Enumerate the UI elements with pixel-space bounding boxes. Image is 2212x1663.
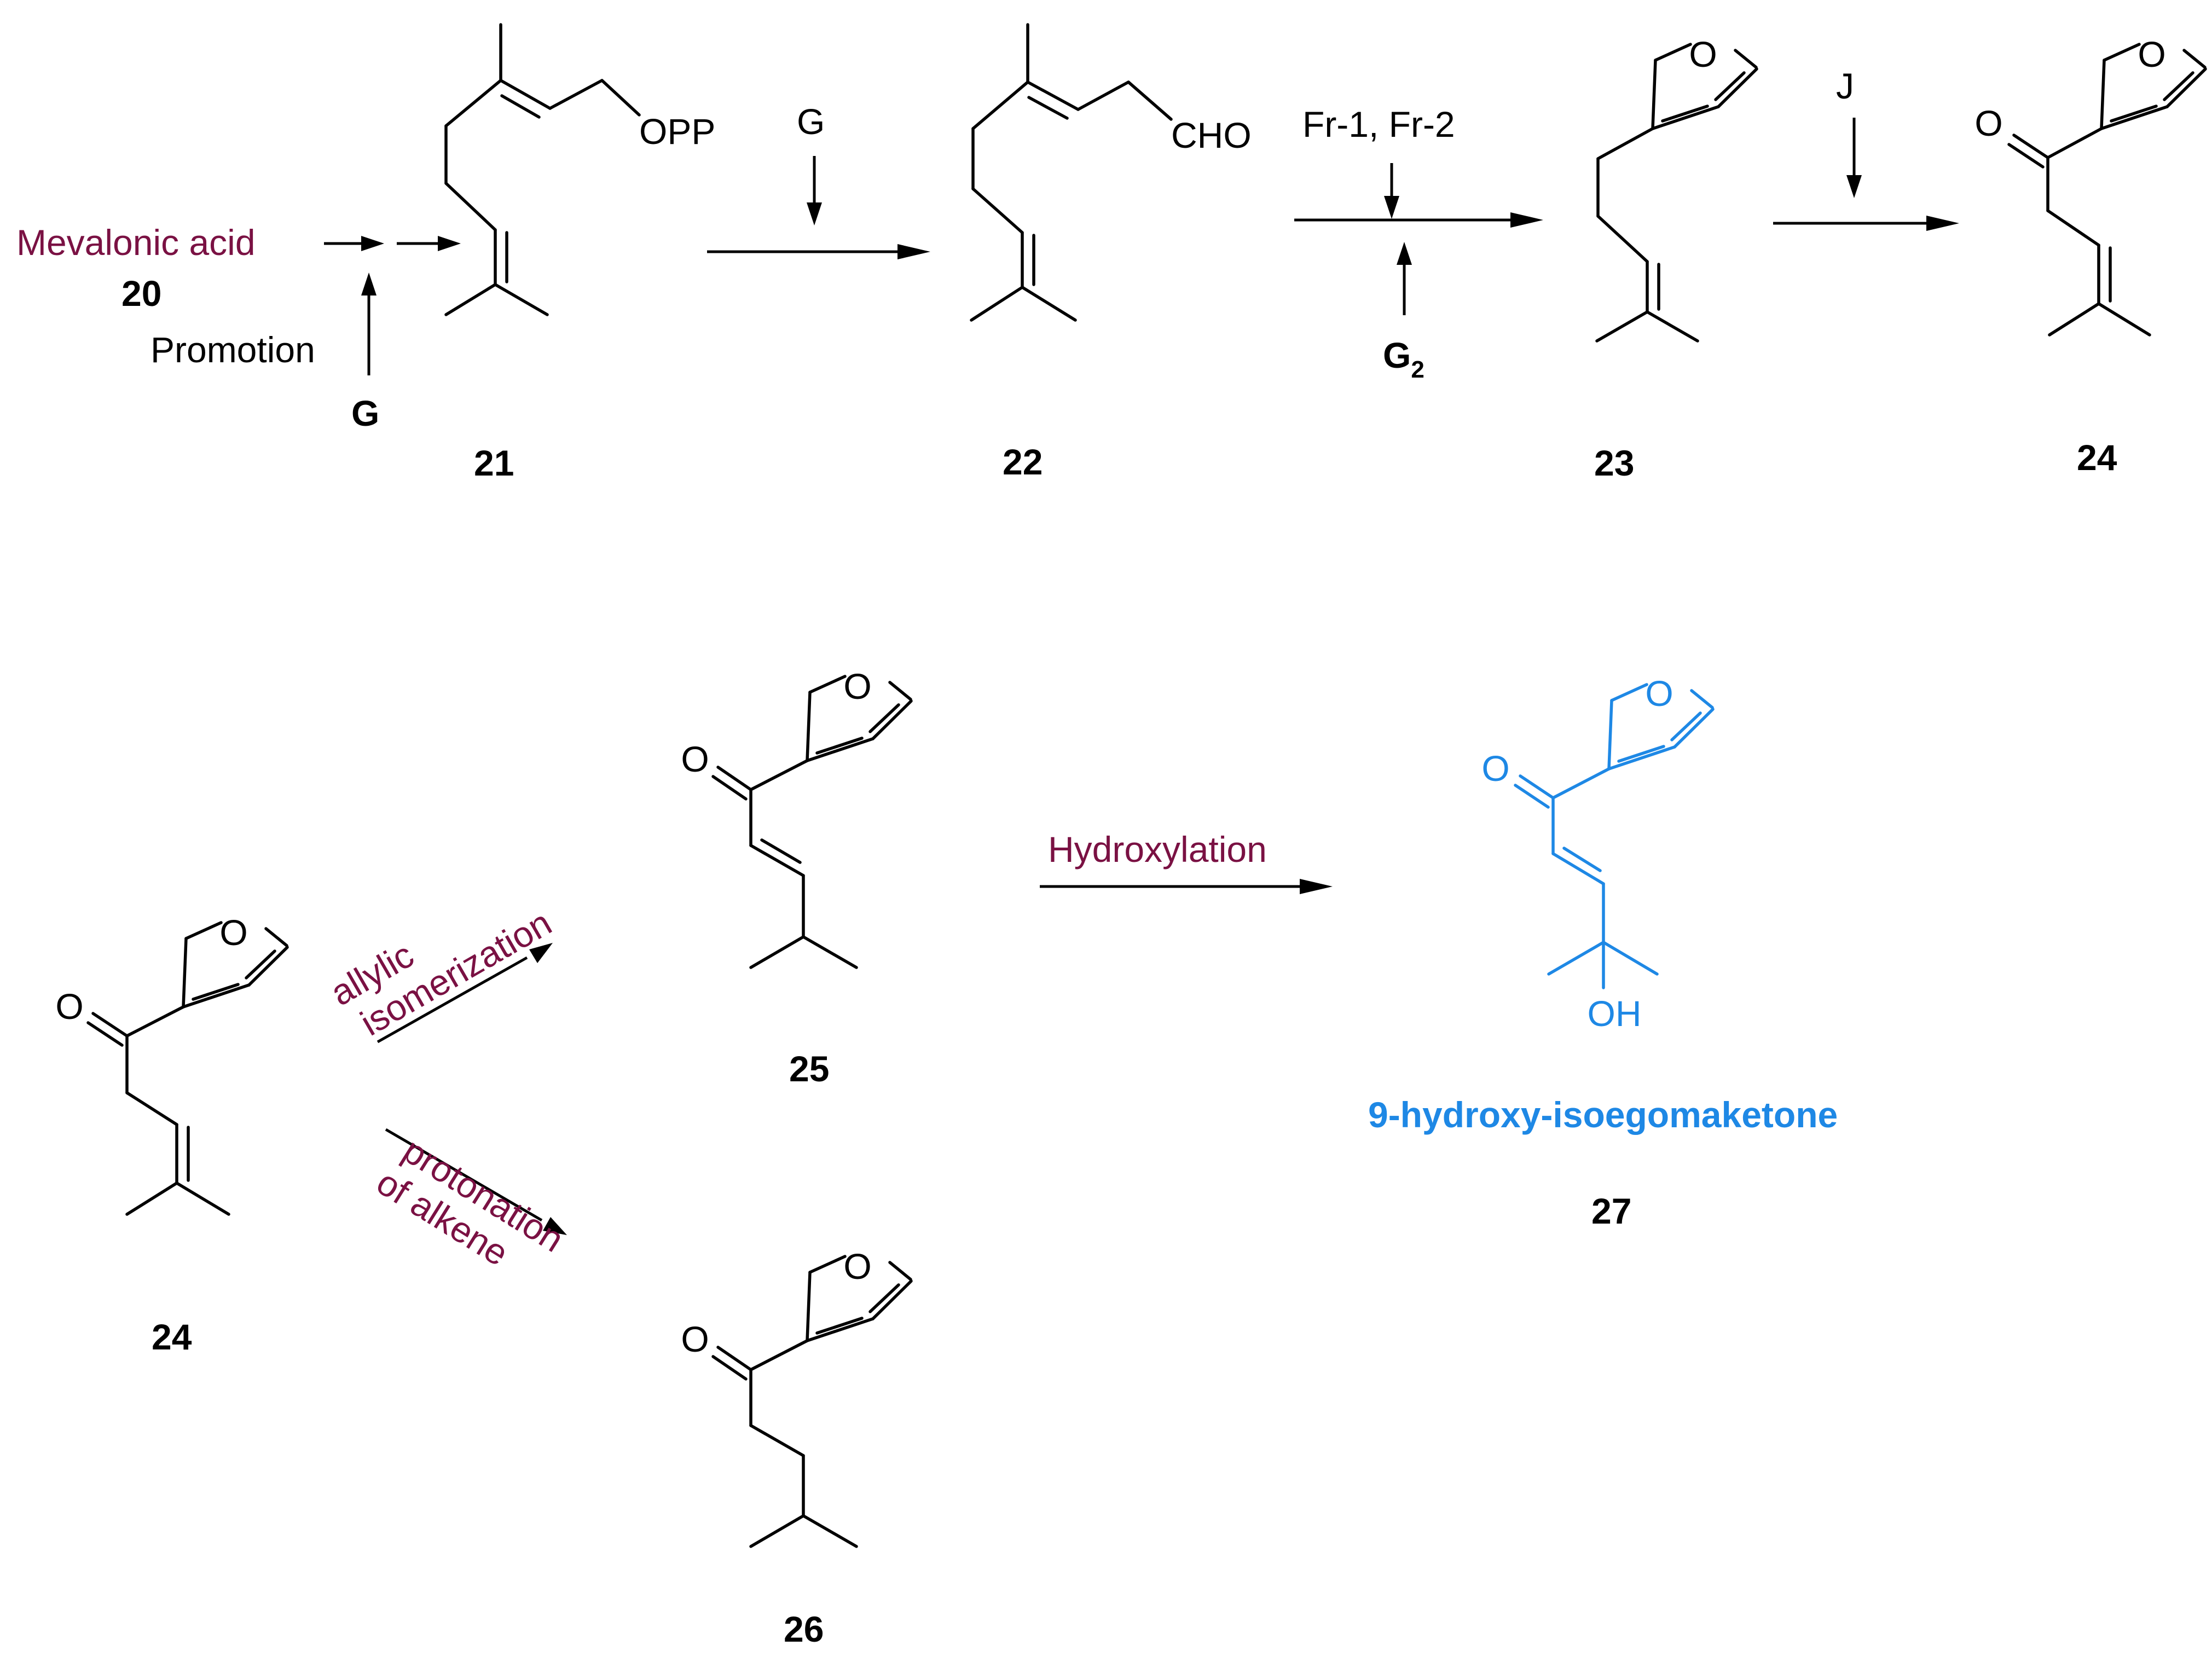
reagent-fr: Fr-1, Fr-2 [1302,104,1455,144]
structure-24-bottom [86,923,287,1216]
carbonyl-o-label-25: O [681,739,709,779]
compound-number-27: 27 [1591,1191,1631,1231]
arrow-isomerization [377,943,553,1044]
structure-23 [1595,44,1757,343]
opp-label: OPP [639,111,715,152]
carbonyl-o-label-26: O [681,1319,709,1359]
arrow-j-down [1846,118,1862,198]
arrow-23-to-24 [1773,216,1959,231]
compound-number-25: 25 [789,1048,829,1089]
compound-number-20: 20 [121,273,161,314]
arrow-mevalonate-2 [397,236,461,251]
furan-o-label-24-top: O [2138,34,2165,74]
hydroxylation-label: Hydroxylation [1048,829,1267,870]
reagent-g-promotion: G [351,393,379,433]
furan-o-label-27: O [1645,673,1673,714]
reagent-g-step: G [797,101,825,142]
compound-number-22: 22 [1003,442,1043,482]
arrow-g-down [807,156,822,225]
hydroxyl-label-27: OH [1588,993,1642,1034]
arrow-promotion [361,273,377,375]
furan-o-label-23: O [1689,34,1717,74]
arrow-25-to-27 [1040,879,1333,894]
arrow-g2-up [1397,242,1412,315]
structure-22 [970,23,1173,322]
compound-number-21: 21 [474,443,514,483]
arrow-protonation [385,1128,567,1235]
furan-o-label-24-bottom: O [219,912,247,953]
cho-label: CHO [1171,115,1252,155]
reagent-j: J [1836,66,1854,106]
structure-27 [1514,685,1713,989]
compound-number-23: 23 [1594,443,1634,483]
furan-o-label-26: O [843,1246,871,1287]
furan-o-label-25: O [843,666,871,706]
carbonyl-o-label-24-top: O [1974,103,2002,143]
carbonyl-o-label-27: O [1481,748,1509,789]
arrow-mevalonate-1 [324,236,384,251]
compound-number-24-top: 24 [2077,437,2117,478]
promotion-label: Promotion [150,329,315,370]
structure-26 [711,1256,911,1548]
structure-25 [711,676,911,969]
product-name: 9-hydroxy-isoegomaketone [1368,1094,1838,1135]
arrow-fr-down [1384,163,1399,219]
arrow-21-to-22 [707,244,930,259]
compound-number-24-bottom: 24 [152,1317,192,1357]
compound-number-26: 26 [784,1609,824,1649]
arrow-22-to-23 [1294,212,1543,228]
reagent-g2: G2 [1383,335,1425,383]
start-material-label: Mevalonic acid [16,222,256,263]
structure-24-top [2007,44,2205,337]
structure-21 [444,23,641,316]
carbonyl-o-label-24-bottom: O [55,986,83,1027]
